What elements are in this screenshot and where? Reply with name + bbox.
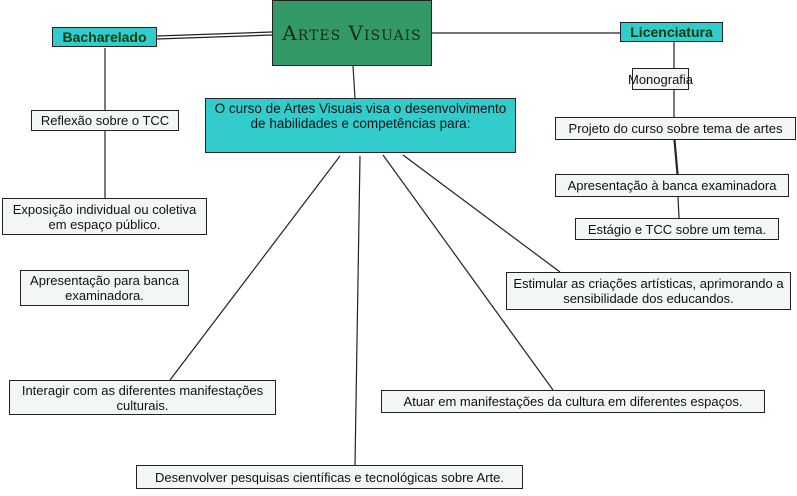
competencia-item[interactable]: Desenvolver pesquisas científicas e tecn…: [136, 465, 523, 489]
link-central-estimular: [402, 154, 561, 273]
branch-bacharelado[interactable]: Bacharelado: [52, 27, 157, 47]
link-central-atuar: [382, 154, 554, 391]
competencia-item[interactable]: Interagir com as diferentes manifestaçõe…: [9, 380, 276, 415]
licenciatura-item[interactable]: Apresentação à banca examinadora: [555, 174, 789, 197]
link-main-central: [352, 65, 356, 99]
link-apresentacao-estagio: [677, 196, 680, 219]
competencia-item[interactable]: Atuar em manifestações da cultura em dif…: [381, 390, 765, 413]
licenciatura-item[interactable]: Monografia: [628, 68, 693, 90]
branch-licenciatura[interactable]: Licenciatura: [620, 22, 723, 42]
licenciatura-item[interactable]: Estágio e TCC sobre um tema.: [575, 218, 779, 240]
link-bacharelado-main: [156, 31, 273, 37]
central-topic[interactable]: O curso de Artes Visuais visa o desenvol…: [205, 98, 516, 153]
main-topic[interactable]: Artes Visuais: [272, 0, 432, 66]
bacharelado-item[interactable]: Exposição individual ou coletiva em espa…: [2, 198, 207, 235]
bacharelado-item[interactable]: Apresentação para banca examinadora.: [20, 270, 189, 306]
link-central-interagir: [169, 155, 341, 381]
licenciatura-item[interactable]: Projeto do curso sobre tema de artes: [555, 117, 796, 140]
link-projeto-apresentacao-2: [674, 139, 679, 175]
competencia-item[interactable]: Estimular as criações artísticas, aprimo…: [506, 272, 791, 310]
link-central-desenvolver: [354, 155, 361, 466]
bacharelado-item[interactable]: Reflexão sobre o TCC: [31, 110, 179, 131]
link-projeto-apresentacao: [673, 139, 678, 175]
link-bacharelado-main-2: [156, 34, 273, 40]
